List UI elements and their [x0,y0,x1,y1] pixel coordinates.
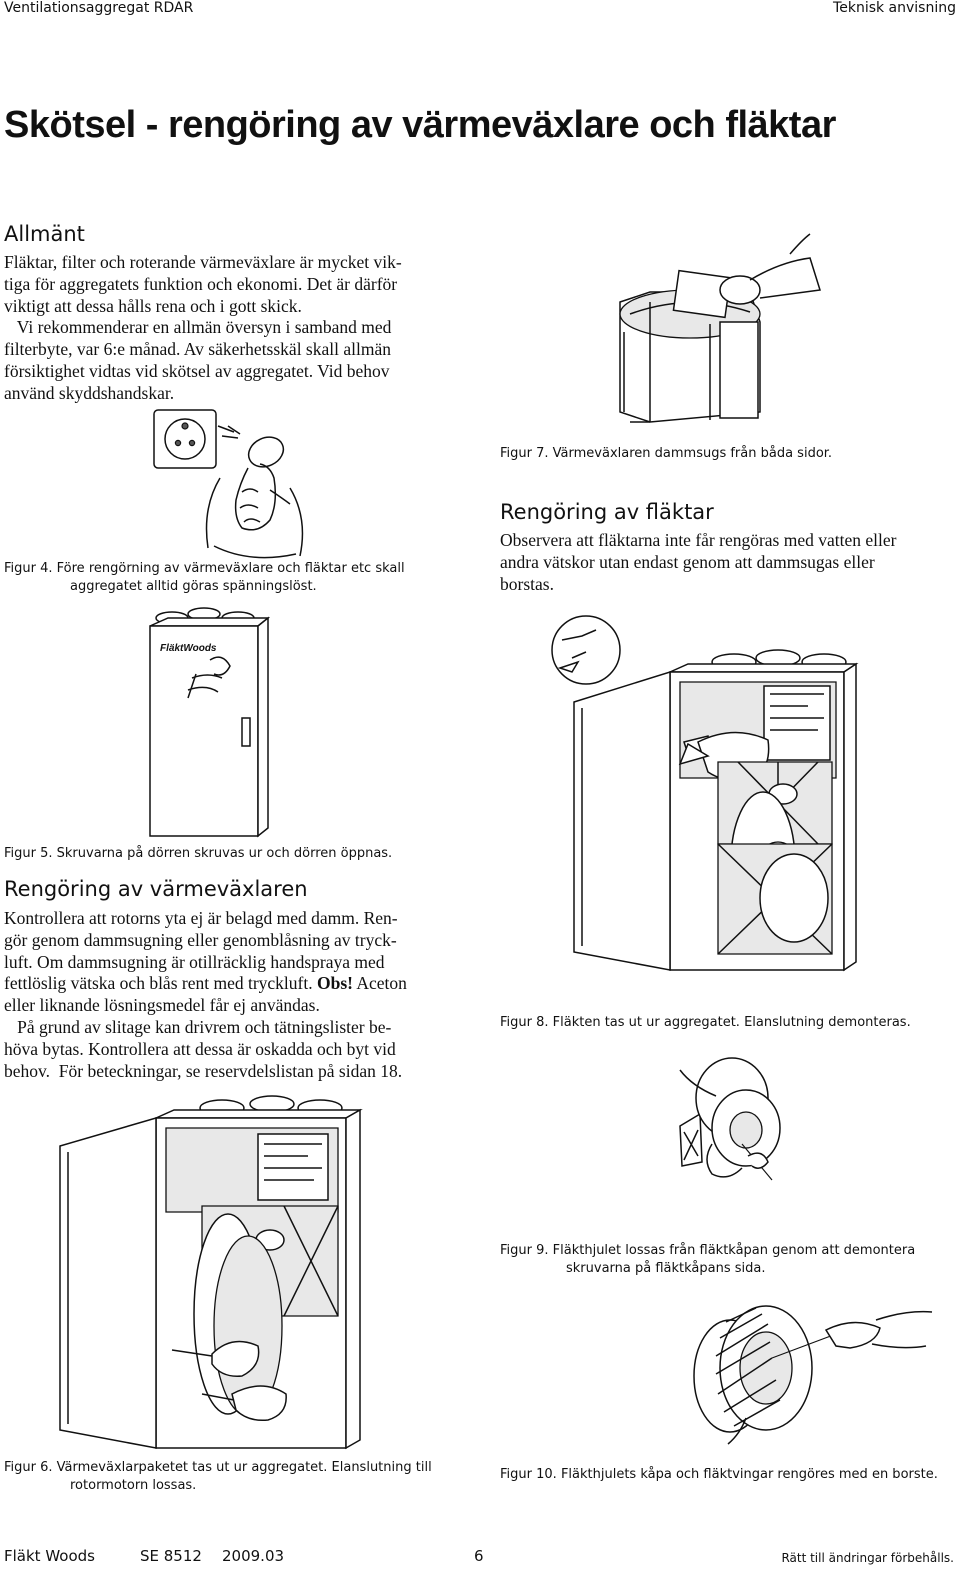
figure-5-illustration [148,608,276,842]
figure-7-illustration [610,232,830,432]
allmant-line: filterbyte, var 6:e månad. Av säkerhetss… [4,339,391,360]
figure-text: Värmeväxlarpaketet tas ut ur aggregatet.… [56,1460,432,1475]
vaxlaren-line: gör genom dammsugning eller genomblåsnin… [4,929,397,950]
figure-10-illustration [676,1298,936,1448]
figure-text: rotormotorn lossas. [70,1478,197,1493]
footer-date: 2009.03 [222,1547,285,1565]
vaxlaren-line: eller liknande lösningsmedel får ej anvä… [4,995,320,1016]
vaxlaren-line: behov. För beteckningar, se reservdelsli… [4,1060,403,1081]
allmant-line: försiktighet vidtas vid skötsel av aggre… [4,360,390,381]
vaxlaren-line: fettlöslig vätska och blås rent med tryc… [4,973,474,995]
flaktar-heading: Rengöring av fläktar [500,500,714,524]
vaxlaren-text-span: Aceton [352,973,407,994]
allmant-text: Fläktar, filter och roterande värmeväxla… [4,252,474,405]
flaktar-line: Observera att fläktarna inte får rengöra… [500,530,897,550]
figure-label: Figur 8. [500,1015,549,1030]
vaxlaren-line: höva bytas. Kontrollera att dessa är osk… [4,1038,396,1059]
figure-6-illustration [52,1094,412,1458]
figure-label: Figur 7. [500,446,549,461]
vaxlaren-text-span: fettlöslig vätska och blås rent med tryc… [4,973,317,994]
figure-4-illustration [150,408,350,568]
obs-label: Obs! [316,973,353,994]
vaxlaren-line: luft. Om dammsugning är otillräcklig han… [4,951,385,972]
figure-4-caption: Figur 4. Före rengörning av värmeväxlare… [4,560,474,596]
figure-8-illustration [538,612,898,988]
figure-label: Figur 10. [500,1467,557,1482]
figure-8-caption: Figur 8. Fläkten tas ut ur aggregatet. E… [500,1014,911,1032]
figure-9-illustration [672,1056,822,1186]
figure-text: Skruvarna på dörren skruvas ur och dörre… [56,846,393,861]
figure-label: Figur 6. [4,1460,53,1475]
vaxlaren-text: Kontrollera att rotorns yta ej är belagd… [4,908,474,1082]
figure-text: Värmeväxlaren dammsugs från båda sidor. [552,446,833,461]
figure-5-caption: Figur 5. Skruvarna på dörren skruvas ur … [4,845,392,863]
figure-10-caption: Figur 10. Fläkthjulets kåpa och fläktvin… [500,1466,938,1484]
footer-page-number: 6 [474,1547,484,1565]
allmant-line: använd skyddshandskar. [4,382,175,403]
header-left: Ventilationsaggregat RDAR [4,0,194,16]
figure-label: Figur 5. [4,846,53,861]
footer-rights: Rätt till ändringar förbehålls. [781,1551,954,1565]
figure-6-caption: Figur 6. Värmeväxlarpaketet tas ut ur ag… [4,1459,474,1495]
page-title: Skötsel - rengöring av värmeväxlare och … [4,104,836,146]
figure-text: skruvarna på fläktkåpans sida. [566,1261,766,1276]
flaktar-line: borstas. [500,573,554,594]
figure-text: Fläkthjulets kåpa och fläktvingar rengör… [560,1467,938,1482]
footer-company: Fläkt Woods [4,1547,95,1565]
vaxlaren-heading: Rengöring av värmeväxlaren [4,877,308,901]
allmant-line: tiga för aggregatets funktion och ekonom… [4,273,398,294]
figure-label: Figur 9. [500,1243,549,1258]
header-right: Teknisk anvisning [833,0,956,16]
figure-text: aggregatet alltid göras spänningslöst. [70,579,317,594]
figure-text: Före rengörning av värmeväxlare och fläk… [56,561,405,576]
footer-doc: SE 8512 [140,1547,202,1565]
allmant-line: Vi rekommenderar en allmän översyn i sam… [4,317,392,338]
figure-7-caption: Figur 7. Värmeväxlaren dammsugs från båd… [500,445,832,463]
figure-9-caption: Figur 9. Fläkthjulet lossas från fläktkå… [500,1242,955,1278]
allmant-line: Fläktar, filter och roterande värmeväxla… [4,252,402,272]
flaktar-text: Observera att fläktarna inte får rengöra… [500,530,955,595]
vaxlaren-line: På grund av slitage kan drivrem och tätn… [4,1016,392,1037]
vaxlaren-line: Kontrollera att rotorns yta ej är belagd… [4,908,398,928]
allmant-heading: Allmänt [4,222,85,246]
brand-logo: FläktWoods [160,643,217,654]
allmant-line: viktigt att dessa hålls rena och i gott … [4,295,302,316]
flaktar-line: andra vätskor utan endast genom att damm… [500,551,875,572]
figure-text: Fläkthjulet lossas från fläktkåpan genom… [552,1243,916,1258]
figure-label: Figur 4. [4,561,53,576]
figure-text: Fläkten tas ut ur aggregatet. Elanslutni… [552,1015,911,1030]
